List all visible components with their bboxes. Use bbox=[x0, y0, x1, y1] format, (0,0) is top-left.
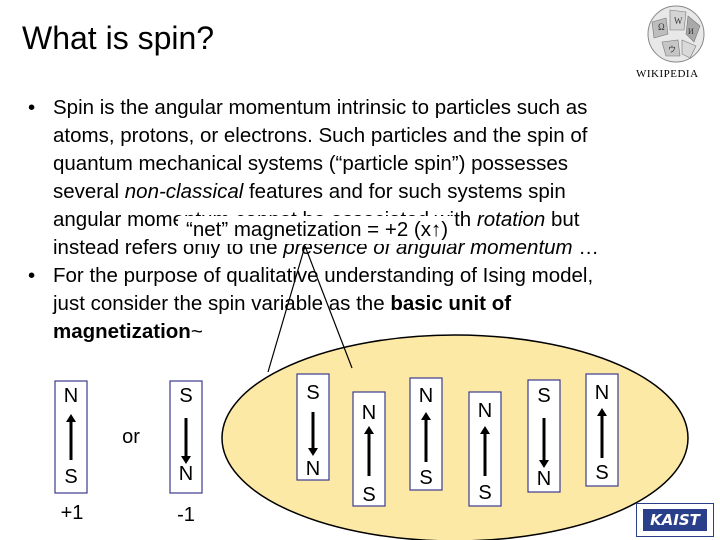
callout-pointer-right bbox=[304, 245, 353, 369]
spin-6-top: N bbox=[594, 382, 610, 404]
bullet-ising-model: • For the purpose of qualitative underst… bbox=[28, 262, 708, 346]
svg-text:ウ: ウ bbox=[668, 45, 676, 54]
spin-2-top: N bbox=[361, 402, 377, 424]
bullet1-line1: Spin is the angular momentum intrinsic t… bbox=[53, 96, 588, 119]
legend-down-bottom-label: N bbox=[178, 463, 194, 485]
wikipedia-wordmark: WIKIPEDIA bbox=[636, 68, 699, 80]
kaist-logo-text: KAIST bbox=[643, 509, 707, 531]
svg-text:Ω: Ω bbox=[658, 22, 665, 32]
bullet-dot: • bbox=[28, 264, 36, 287]
bullet-dot: • bbox=[28, 96, 36, 119]
bullet1-line3: quantum mechanical systems (“particle sp… bbox=[53, 152, 568, 175]
slide-title: What is spin? bbox=[22, 20, 215, 56]
bullet1-line2: atoms, protons, or electrons. Such parti… bbox=[53, 124, 588, 147]
callout-pointer-left bbox=[267, 245, 306, 373]
kaist-logo: KAIST bbox=[636, 503, 714, 537]
bullet2-line3: magnetization~ bbox=[53, 320, 203, 343]
legend-up-top-label: N bbox=[63, 385, 79, 407]
svg-text:W: W bbox=[674, 16, 683, 26]
wikipedia-globe-icon: Ω W И ウ bbox=[647, 5, 705, 63]
spin-system-ellipse bbox=[221, 334, 689, 540]
bullet2-line2: just consider the spin variable as the b… bbox=[53, 292, 512, 315]
bullet1-line4: several non-classical features and for s… bbox=[53, 180, 566, 203]
spin-1-top: S bbox=[306, 382, 320, 404]
legend-or-text: or bbox=[122, 426, 140, 448]
spin-3-bottom: S bbox=[419, 467, 433, 489]
bullet2-line1: For the purpose of qualitative understan… bbox=[53, 264, 594, 287]
legend-down-top-label: S bbox=[179, 385, 193, 407]
svg-text:И: И bbox=[688, 27, 694, 36]
spin-6-bottom: S bbox=[595, 462, 609, 484]
spin-5-bottom: N bbox=[536, 468, 552, 490]
legend-up-bottom-label: S bbox=[64, 466, 78, 488]
legend-down-value: -1 bbox=[177, 504, 195, 526]
net-magnetization-callout: “net” magnetization = +2 (x↑) bbox=[178, 216, 455, 244]
spin-4-bottom: S bbox=[478, 482, 492, 504]
legend-up-value: +1 bbox=[60, 502, 84, 524]
spin-2-bottom: S bbox=[362, 484, 376, 506]
spin-1-bottom: N bbox=[305, 458, 321, 480]
spin-3-top: N bbox=[418, 385, 434, 407]
spin-box-6 bbox=[585, 373, 619, 487]
spin-5-top: S bbox=[537, 385, 551, 407]
spin-4-top: N bbox=[477, 400, 493, 422]
